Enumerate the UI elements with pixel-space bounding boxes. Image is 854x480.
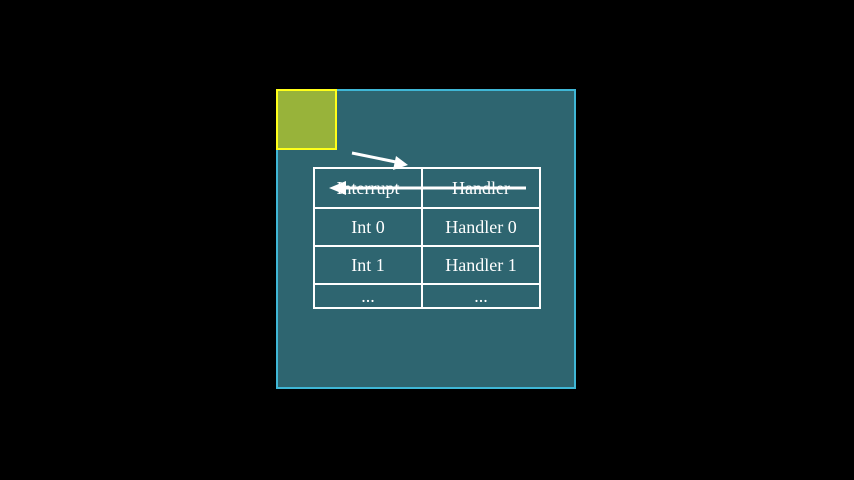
table-header-row: Interrupt Handler bbox=[313, 167, 541, 209]
interrupt-vector-table: Interrupt Handler Int 0 Handler 0 Int 1 … bbox=[313, 167, 541, 309]
cell-handler: Handler 1 bbox=[421, 245, 541, 285]
header-handler: Handler bbox=[421, 167, 541, 209]
cell-interrupt: ... bbox=[313, 283, 423, 309]
cell-interrupt: Int 0 bbox=[313, 207, 423, 247]
table-row: ... ... bbox=[313, 283, 541, 309]
table-row: Int 0 Handler 0 bbox=[313, 207, 541, 247]
table-row: Int 1 Handler 1 bbox=[313, 245, 541, 285]
cell-handler: Handler 0 bbox=[421, 207, 541, 247]
cell-interrupt: Int 1 bbox=[313, 245, 423, 285]
header-interrupt: Interrupt bbox=[313, 167, 423, 209]
cell-handler: ... bbox=[421, 283, 541, 309]
corner-marker bbox=[276, 89, 337, 150]
